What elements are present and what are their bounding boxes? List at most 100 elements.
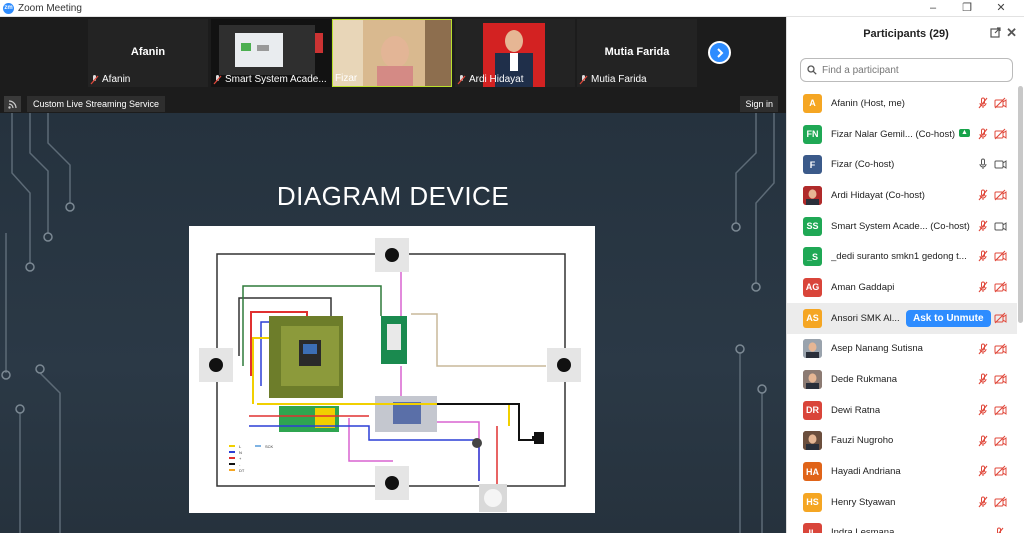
video-off-icon[interactable] [994,97,1007,109]
mic-muted-icon[interactable] [978,435,988,447]
participant-name: Afanin (Host, me) [831,97,905,109]
avatar-photo [803,339,822,359]
participant-name: Fizar (Co-host) [831,159,895,171]
video-off-icon[interactable] [994,496,1007,508]
video-off-icon[interactable] [994,343,1007,355]
live-streaming-label[interactable]: Custom Live Streaming Service [27,96,166,112]
video-tile-smart-system[interactable]: Smart System Acade... [211,19,331,87]
mic-icon[interactable] [978,158,988,170]
maximize-button[interactable]: ❐ [962,2,972,14]
mic-muted-icon[interactable] [978,97,988,109]
mic-muted-icon[interactable] [978,343,988,355]
video-icon[interactable] [994,220,1007,232]
video-off-icon[interactable] [994,281,1007,293]
avatar: FN [803,124,822,144]
mic-muted-icon[interactable] [978,281,988,293]
avatar: SS [803,216,822,236]
participant-search[interactable] [800,58,1013,82]
participant-row[interactable]: _S_dedi suranto smkn1 gedong t... [787,241,1017,272]
chevron-right-icon [716,47,723,58]
avatar: A [803,93,822,113]
participant-name: Ardi Hidayat (Co-host) [831,189,925,201]
close-panel-icon[interactable]: ✕ [1006,25,1017,40]
svg-text:-: - [239,462,241,467]
participant-name: Indra Lesmana [831,527,895,533]
avatar: HS [803,492,822,512]
participant-row[interactable]: DR Dewi Ratna [787,395,1017,426]
video-tile-fizar[interactable]: Fizar [332,19,452,87]
mic-muted-icon [90,74,99,85]
participant-row[interactable]: Ardi Hidayat (Co-host) [787,180,1017,211]
camera-feed-fizar [333,20,451,86]
mic-muted-icon[interactable] [978,496,988,508]
tile-caption-name: Afanin [102,74,131,85]
tile-caption: Mutia Farida [579,74,647,85]
pop-out-icon[interactable] [990,27,1001,41]
svg-text:N: N [239,450,242,455]
participant-name: Fizar Nalar Gemil... (Co-host) [831,128,956,140]
search-input[interactable] [822,64,1002,76]
participant-name: Fauzi Nugroho [831,435,894,447]
mic-muted-icon[interactable] [978,373,988,385]
video-off-icon[interactable] [994,465,1007,477]
wiring-diagram: L N + - DT SCK [189,226,595,513]
tile-center-name: Mutia Farida [604,46,670,58]
video-off-icon[interactable] [994,404,1007,416]
next-page-button[interactable] [708,41,731,64]
video-tile-afanin[interactable]: Afanin Afanin [88,19,208,87]
participant-row[interactable]: IL Indra Lesmana [787,518,1017,533]
avatar: DR [803,400,822,420]
search-icon [807,65,817,75]
panel-scrollbar[interactable] [1018,86,1023,323]
ask-to-unmute-button[interactable]: Ask to Unmute [906,309,991,327]
minimize-button[interactable]: – [929,2,937,14]
video-off-icon[interactable] [994,128,1007,140]
video-off-icon[interactable] [994,250,1007,262]
avatar: IL [803,523,822,533]
mic-muted-icon[interactable] [978,128,988,140]
tile-caption-name: Fizar [335,73,358,84]
tile-caption: Ardi Hidayat [457,74,523,85]
mic-muted-icon [579,74,588,85]
participant-row[interactable]: Dede Rukmana [787,364,1017,395]
mic-muted-icon[interactable] [994,527,1004,533]
participant-row[interactable]: Fauzi Nugroho [787,426,1017,457]
video-off-icon[interactable] [994,189,1007,201]
participants-header: Participants (29) ✕ [787,17,1024,51]
meeting-area: Afanin Afanin Smart System Acade... [0,17,786,533]
mic-muted-icon[interactable] [978,250,988,262]
participants-title: Participants (29) [863,28,949,40]
svg-text:L: L [239,444,242,449]
video-icon[interactable] [994,158,1007,170]
mic-muted-icon[interactable] [978,189,988,201]
video-strip: Afanin Afanin Smart System Acade... [0,17,786,88]
close-window-button[interactable]: ✕ [996,2,1006,14]
sign-in-button[interactable]: Sign in [740,96,778,112]
participants-panel: Participants (29) ✕ A Afanin (Host, me) FN… [786,17,1024,533]
video-tile-ardi[interactable]: Ardi Hidayat [455,19,575,87]
participant-name: Dewi Ratna [831,404,881,416]
video-off-icon[interactable] [994,435,1007,447]
tile-caption-name: Smart System Acade... [225,74,327,85]
participant-row[interactable]: A Afanin (Host, me) [787,88,1017,119]
rss-icon[interactable] [4,96,21,112]
mic-muted-icon[interactable] [978,220,988,232]
wiring-diagram-drawing: L N + - DT SCK [199,238,581,512]
mic-muted-icon[interactable] [978,465,988,477]
video-off-icon[interactable] [994,373,1007,385]
participant-name: Aman Gaddapi [831,281,895,293]
participant-row[interactable]: Asep Nanang Sutisna [787,334,1017,365]
video-tile-mutia[interactable]: Mutia Farida Mutia Farida [577,19,697,87]
video-off-icon[interactable] [994,312,1007,324]
tile-caption-name: Ardi Hidayat [469,74,524,85]
mic-muted-icon[interactable] [978,404,988,416]
avatar: _S [803,247,822,267]
